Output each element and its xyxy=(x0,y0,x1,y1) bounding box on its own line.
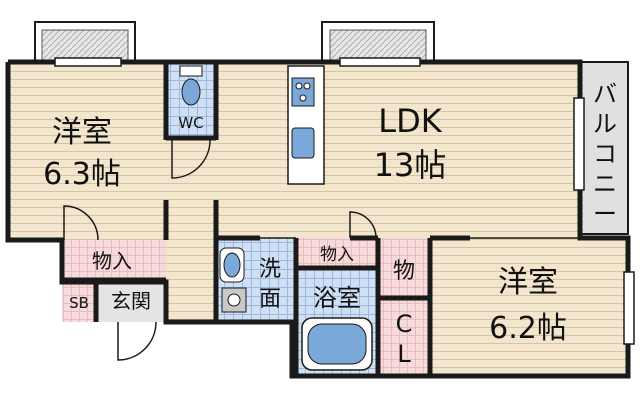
shoe-box-floor xyxy=(62,282,96,322)
storage-center-label: 物入 xyxy=(320,245,354,265)
ldk-size: 13帖 xyxy=(374,146,447,184)
storage-left-floor xyxy=(62,240,166,280)
windows xyxy=(54,57,635,345)
closet-label-2: L xyxy=(397,340,411,368)
walls xyxy=(5,59,631,379)
toilet-icon xyxy=(179,65,203,106)
ldk-label: LDK xyxy=(378,102,442,140)
kitchen-counter xyxy=(287,65,325,185)
hallway-floor xyxy=(166,138,216,322)
bathtub-icon xyxy=(301,317,373,371)
western-room-right-label: 洋室 xyxy=(498,265,558,300)
western-room-right-size: 6.2帖 xyxy=(489,311,567,346)
balcony-char-5: ー xyxy=(593,200,617,228)
western-room-right-floor xyxy=(430,238,628,376)
storage-right-label: 物 xyxy=(393,259,415,284)
balcony-char-1: バ xyxy=(593,80,617,108)
bathroom-label: 浴室 xyxy=(313,284,361,312)
wc-label: WC xyxy=(178,114,203,132)
balcony-char-2: ル xyxy=(593,110,617,138)
washroom-label-2: 面 xyxy=(259,287,281,312)
top-center-balcony xyxy=(321,21,435,65)
entrance-floor xyxy=(96,282,166,322)
shoe-box-label: SB xyxy=(69,294,89,312)
closet-floor xyxy=(378,298,430,376)
balcony-label: バ ル コ ニ ー xyxy=(593,80,617,228)
balcony-char-4: ニ xyxy=(593,170,617,198)
doors xyxy=(63,139,578,361)
balcony-char-3: コ xyxy=(593,140,617,168)
western-room-left-size: 6.3帖 xyxy=(43,157,121,192)
storage-right-floor xyxy=(378,238,430,298)
storage-center-floor xyxy=(296,238,378,268)
ldk-floor xyxy=(216,62,580,238)
western-room-left-label: 洋室 xyxy=(52,115,112,150)
closet-label-1: C xyxy=(396,310,413,338)
storage-left-label: 物入 xyxy=(92,249,132,273)
top-left-balcony xyxy=(34,21,136,65)
balcony-area xyxy=(579,61,629,235)
entrance-label: 玄関 xyxy=(111,289,151,313)
washroom-label-1: 洗 xyxy=(259,257,281,282)
washbasin-icon xyxy=(219,247,247,313)
western-room-left-floor xyxy=(8,62,166,240)
